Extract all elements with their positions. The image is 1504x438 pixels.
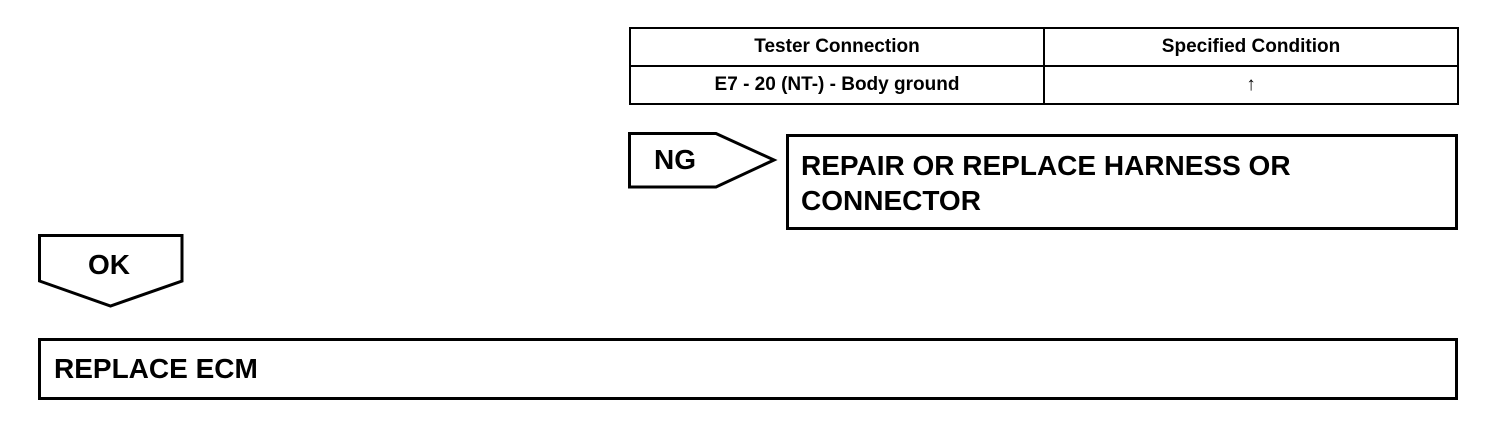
repair-harness-box: REPAIR OR REPLACE HARNESS OR CONNECTOR — [786, 134, 1458, 230]
header-specified-condition: Specified Condition — [1043, 27, 1459, 67]
repair-harness-text: REPAIR OR REPLACE HARNESS OR CONNECTOR — [801, 150, 1291, 216]
ok-label: OK — [88, 249, 130, 280]
replace-ecm-box: REPLACE ECM — [38, 338, 1458, 400]
ok-arrow-icon — [38, 234, 184, 308]
cell-tester-connection: E7 - 20 (NT-) - Body ground — [629, 65, 1045, 105]
spec-table: Tester Connection Specified Condition E7… — [629, 27, 1459, 105]
table-header-row: Tester Connection Specified Condition — [629, 27, 1459, 67]
table-row: E7 - 20 (NT-) - Body ground ↑ — [629, 65, 1459, 105]
cell-specified-condition: ↑ — [1043, 65, 1459, 105]
ng-label: NG — [654, 144, 696, 175]
ng-arrow-icon — [628, 132, 778, 189]
header-tester-connection: Tester Connection — [629, 27, 1045, 67]
replace-ecm-text: REPLACE ECM — [54, 353, 258, 384]
